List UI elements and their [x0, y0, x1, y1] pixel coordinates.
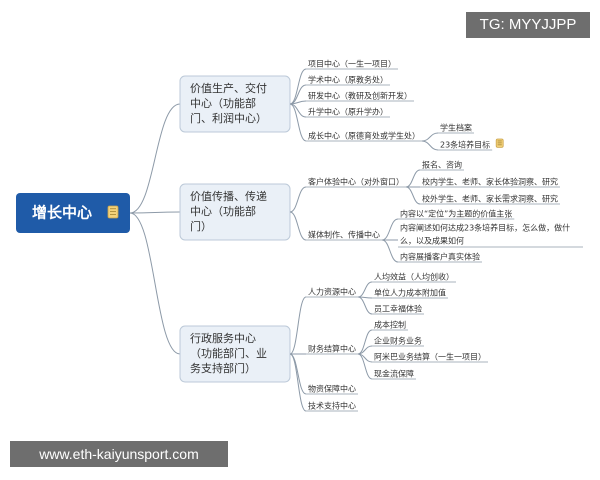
branch-node-label: （功能部门、业 [190, 346, 267, 360]
child-node-label: 财务结算中心 [308, 344, 356, 354]
branch-node-label: 门） [190, 219, 212, 233]
grandchild-connector [405, 169, 421, 188]
grandchild-node-label: 单位人力成本附加值 [374, 288, 446, 298]
grandchild-node-label: 阿米巴业务结算（一生一项目） [374, 352, 486, 362]
grandchild-node-label: 校内学生、老师、家长体验洞察、研究 [422, 177, 558, 187]
center-branch-connector [129, 103, 181, 214]
branch-node-label: 务支持部门） [190, 361, 256, 375]
child-node-label: 研发中心（教研及创新开发） [308, 91, 412, 101]
grandchild-node-label: 学生档案 [440, 123, 472, 133]
child-node-label: 项目中心（一生一项目） [308, 59, 396, 69]
grandchild-node-label: 现金流保障 [374, 369, 414, 379]
grandchild-node-label: 企业财务业务 [374, 336, 422, 346]
child-node-label: 技术支持中心 [308, 401, 356, 411]
branch-child-connector [289, 186, 307, 213]
note-icon [107, 205, 119, 219]
grandchild-node-label: 校外学生、老师、家长需求洞察、研究 [422, 194, 558, 204]
branch-node-label: 中心（功能部 [190, 204, 256, 218]
branch-child-connector [289, 103, 307, 142]
child-node-label: 客户体验中心（对外窗口） [308, 177, 404, 187]
branch-child-connector [289, 211, 307, 241]
grandchild-node-label: 内容阐述如何达成23条培养目标，怎么做，做什 [400, 223, 570, 233]
grandchild-connector [357, 281, 373, 298]
branch-node-label: 门、利润中心） [190, 111, 267, 125]
grandchild-connector [421, 132, 439, 142]
watermark-bottom: www.eth-kaiyunsport.com [10, 441, 228, 467]
grandchild-node-label: 报名、咨询 [422, 160, 462, 170]
grandchild-connector [357, 296, 373, 315]
center-node-label: 增长中心 [32, 204, 92, 222]
branch-child-connector [289, 68, 307, 105]
grandchild-connector [421, 140, 439, 151]
grandchild-connector [381, 239, 399, 263]
branch-child-connector [289, 353, 307, 395]
branch-node-label: 中心（功能部 [190, 96, 256, 110]
grandchild-node-label: 员工幸福体验 [374, 304, 422, 314]
grandchild-node-label-continued: 么，以及成果如何 [400, 236, 464, 246]
center-node [16, 193, 130, 233]
grandchild-connector [381, 218, 399, 241]
grandchild-node-label: 23条培养目标 [440, 140, 490, 150]
branch-node-label: 行政服务中心 [190, 331, 256, 345]
center-branch-connector [129, 212, 181, 355]
grandchild-node-label: 成本控制 [374, 320, 406, 330]
watermark-top: TG: MYYJJPP [466, 12, 590, 38]
center-branch-connector [129, 211, 181, 214]
grandchild-node-label: 内容展播客户真实体验 [400, 252, 480, 262]
child-node-label: 人力资源中心 [308, 287, 356, 297]
child-node-label: 升学中心（原升学办） [308, 107, 388, 117]
child-node-label: 成长中心（原德育处或学生处） [308, 131, 420, 141]
branch-node-label: 价值生产、交付 [190, 81, 267, 95]
grandchild-node-label: 人均效益（人均创收） [374, 272, 454, 282]
note-icon [495, 138, 504, 148]
branch-node-label: 价值传播、传递 [190, 189, 267, 203]
branch-child-connector [289, 353, 307, 412]
child-node-label: 物资保障中心 [308, 384, 356, 394]
branch-child-connector [289, 296, 307, 355]
grandchild-connector [405, 186, 421, 205]
grandchild-node-label: 内容以“定位”为主题的价值主张 [400, 209, 512, 219]
child-node-label: 学术中心（原教务处） [308, 75, 388, 85]
child-node-label: 媒体制作、传播中心 [308, 230, 380, 240]
grandchild-connector [357, 353, 373, 380]
